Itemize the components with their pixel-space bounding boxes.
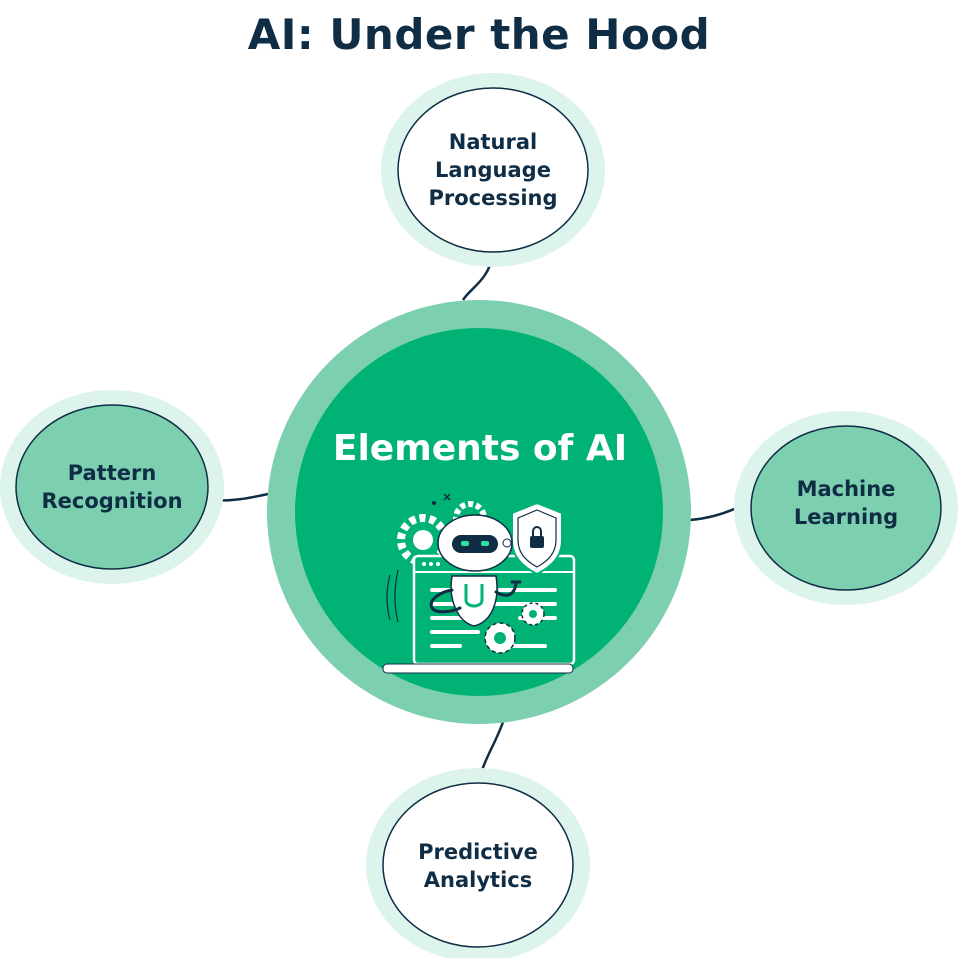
node-left bbox=[0, 390, 224, 584]
robot-icon bbox=[429, 514, 522, 627]
node-right bbox=[734, 411, 958, 605]
node-label-pattern-recognition: Pattern Recognition bbox=[16, 417, 208, 557]
node-top bbox=[381, 73, 605, 267]
node-label-natural-language-processing: Natural Language Processing bbox=[398, 100, 588, 240]
center-label: Elements of AI bbox=[332, 428, 628, 469]
ai-illustration bbox=[382, 493, 576, 674]
node-label-line: Machine bbox=[796, 477, 896, 501]
node-label-predictive-analytics: Predictive Analytics bbox=[383, 796, 573, 936]
node-label-line: Language bbox=[435, 158, 551, 182]
node-label-line: Natural bbox=[448, 130, 538, 154]
node-label-line: Processing bbox=[428, 186, 558, 210]
node-label-line: Learning bbox=[793, 505, 899, 529]
node-label-line: Pattern bbox=[67, 461, 157, 485]
shield-lock-icon bbox=[511, 501, 563, 576]
node-bottom bbox=[366, 768, 590, 958]
node-label-machine-learning: Machine Learning bbox=[751, 433, 941, 573]
node-label-line: Predictive bbox=[418, 840, 538, 864]
node-label-line: Analytics bbox=[423, 868, 533, 892]
diagram-title: AI: Under the Hood bbox=[247, 10, 711, 59]
node-label-line: Recognition bbox=[41, 489, 183, 513]
